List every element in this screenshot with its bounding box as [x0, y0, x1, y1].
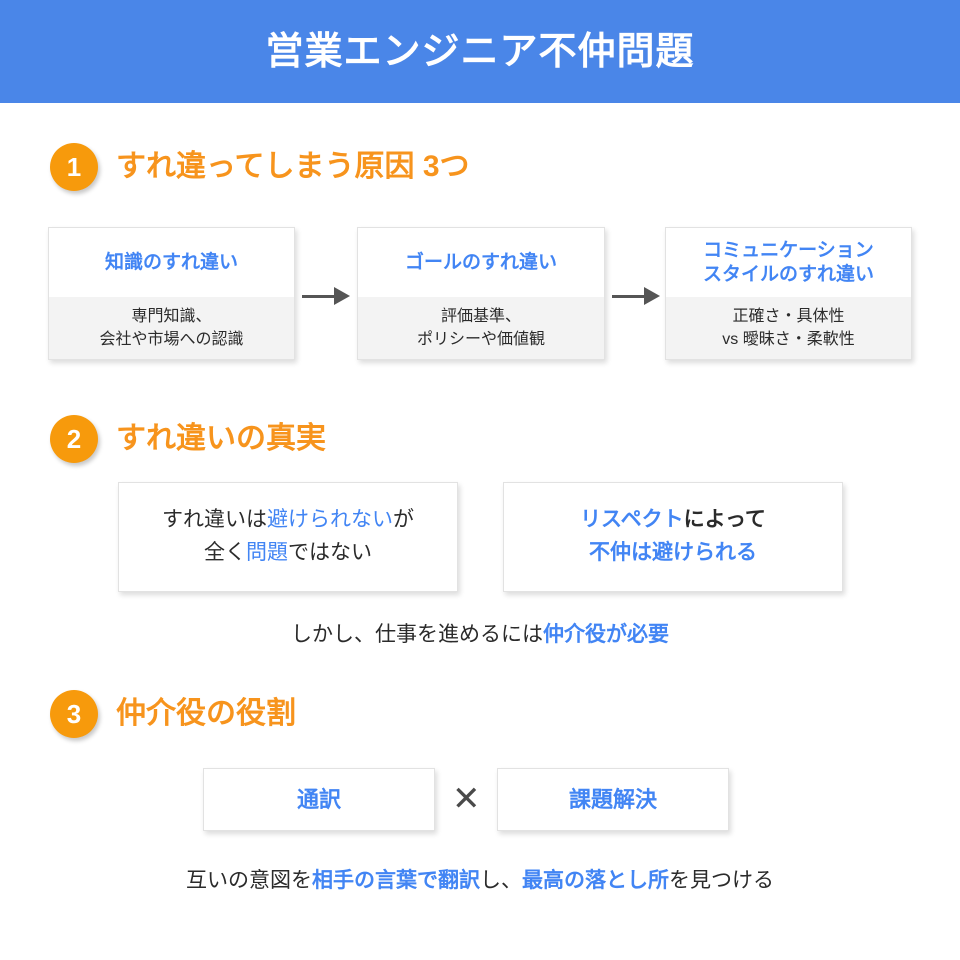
truth-card-2-line2-highlight: 不仲は避けられる — [588, 541, 757, 564]
cause-card-3: コミュニケーション スタイルのすれ違い 正確さ・具体性 vs 曖昧さ・柔軟性 — [665, 227, 912, 360]
cause-card-2-body-text: 評価基準、 ポリシーや価値観 — [416, 307, 545, 348]
arrow-right-2 — [612, 287, 660, 305]
section-3-caption-part3: を見つける — [669, 869, 774, 892]
section-title-1: すれ違ってしまう原因 3つ — [116, 150, 470, 183]
cause-card-1-body-text: 専門知識、 会社や市場への認識 — [99, 307, 244, 348]
cause-card-1: 知識のすれ違い 専門知識、 会社や市場への認識 — [48, 227, 295, 360]
cause-card-1-header: 知識のすれ違い — [49, 228, 294, 297]
cause-card-1-title: 知識のすれ違い — [104, 251, 238, 273]
section-2-caption-highlight: 仲介役が必要 — [543, 623, 669, 646]
cause-card-2-header: ゴールのすれ違い — [358, 228, 604, 297]
arrow-right-1-line — [302, 294, 334, 298]
section-3-caption: 互いの意図を相手の言葉で翻訳し、最高の落とし所を見つける — [0, 870, 960, 891]
section-heading-3: 3 仲介役の役割 — [50, 690, 296, 738]
section-2-caption-part1: しかし、仕事を進めるには — [291, 623, 543, 646]
arrow-right-2-head — [644, 287, 660, 305]
cause-card-3-title: コミュニケーション スタイルのすれ違い — [702, 239, 874, 285]
truth-card-1: すれ違いは避けられないが 全く問題ではない — [118, 482, 458, 592]
truth-card-1-line1-highlight: 避けられない — [267, 508, 393, 532]
section-number-badge-1: 1 — [50, 143, 98, 191]
section-heading-1: 1 すれ違ってしまう原因 3つ — [50, 143, 470, 191]
multiply-icon: ✕ — [452, 780, 481, 818]
section-title-3: 仲介役の役割 — [116, 697, 296, 730]
arrow-right-1-head — [334, 287, 350, 305]
cause-card-3-header: コミュニケーション スタイルのすれ違い — [666, 228, 911, 297]
arrow-right-1 — [302, 287, 350, 305]
section-2-caption: しかし、仕事を進めるには仲介役が必要 — [0, 624, 960, 645]
truth-card-1-line2-part1: 全く — [204, 541, 246, 564]
cause-card-2: ゴールのすれ違い 評価基準、 ポリシーや価値観 — [357, 227, 605, 360]
truth-card-1-line2-part2: ではない — [288, 541, 372, 564]
role-card-problem-solving-label: 課題解決 — [568, 786, 657, 812]
truth-card-2-line1-highlight: リスペクト — [580, 508, 684, 532]
truth-card-1-text: すれ違いは避けられないが 全く問題ではない — [162, 504, 414, 569]
truth-card-2-line1-part1: によって — [683, 508, 766, 532]
cause-card-3-body: 正確さ・具体性 vs 曖昧さ・柔軟性 — [666, 297, 911, 359]
role-card-interpreter-label: 通訳 — [296, 786, 341, 812]
section-3-caption-part2: し、 — [480, 869, 522, 892]
truth-card-1-line1-part2: が — [393, 508, 414, 532]
section-3-caption-highlight-2: 最高の落とし所 — [522, 869, 669, 892]
header-banner: 営業エンジニア不仲問題 — [0, 0, 960, 103]
truth-card-2-text: リスペクトによって 不仲は避けられる — [580, 504, 766, 569]
section-3-caption-highlight-1: 相手の言葉で翻訳 — [312, 869, 480, 892]
section-title-2: すれ違いの真実 — [116, 422, 326, 455]
section-heading-2: 2 すれ違いの真実 — [50, 415, 326, 463]
role-card-interpreter: 通訳 — [203, 768, 435, 831]
truth-card-2: リスペクトによって 不仲は避けられる — [503, 482, 843, 592]
page-title: 営業エンジニア不仲問題 — [265, 30, 695, 73]
truth-card-1-line1-part1: すれ違いは — [162, 508, 267, 532]
section-3-caption-part1: 互いの意図を — [186, 869, 312, 892]
truth-card-1-line2-highlight: 問題 — [246, 541, 288, 564]
cause-card-2-body: 評価基準、 ポリシーや価値観 — [358, 297, 604, 359]
role-card-problem-solving: 課題解決 — [497, 768, 729, 831]
arrow-right-2-line — [612, 294, 644, 298]
section-number-badge-3: 3 — [50, 690, 98, 738]
section-number-badge-2: 2 — [50, 415, 98, 463]
cause-card-2-title: ゴールのすれ違い — [404, 251, 557, 273]
cause-card-1-body: 専門知識、 会社や市場への認識 — [49, 297, 294, 359]
cause-card-3-body-text: 正確さ・具体性 vs 曖昧さ・柔軟性 — [722, 307, 855, 348]
